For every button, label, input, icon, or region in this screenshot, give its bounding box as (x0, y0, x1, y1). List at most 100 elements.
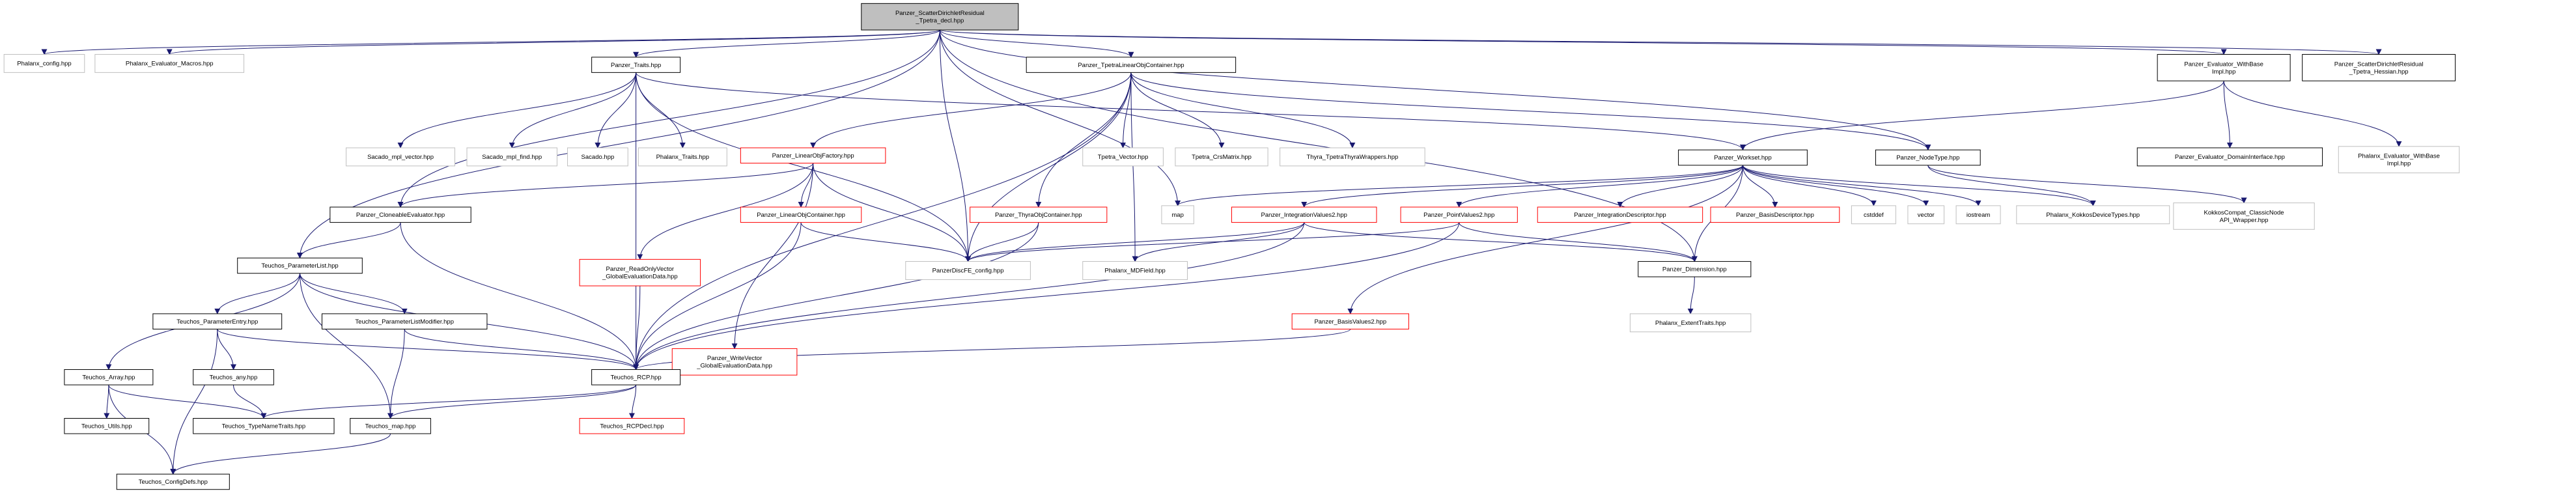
node-label: Tpetra_CrsMatrix.hpp (1192, 154, 1252, 161)
node-box (579, 258, 701, 286)
node-phx_eval_macros[interactable]: Phalanx_Evaluator_Macros.hpp (94, 54, 245, 73)
node-phx_traits[interactable]: Phalanx_Traits.hpp (637, 147, 727, 167)
node-bv2[interactable]: Panzer_BasisValues2.hpp (1291, 313, 1409, 329)
node-sacado_mpl_vector[interactable]: Sacado_mpl_vector.hpp (346, 147, 455, 167)
node-label: Teuchos_RCPDecl.hpp (600, 423, 664, 430)
node-box (1851, 205, 1896, 225)
node-box (671, 348, 798, 376)
node-int_desc[interactable]: Panzer_IntegrationDescriptor.hpp (1537, 206, 1703, 223)
node-vector[interactable]: vector (1907, 205, 1945, 225)
node-loc[interactable]: Panzer_LinearObjContainer.hpp (740, 206, 862, 223)
edge-workset-to-vector (1742, 165, 1929, 206)
node-dimension[interactable]: Panzer_Dimension.hpp (1638, 261, 1752, 277)
node-box (905, 261, 1031, 280)
node-phx_extent[interactable]: Phalanx_ExtentTraits.hpp (1629, 313, 1752, 333)
edge-workset-to-iostream (1742, 165, 1981, 206)
node-label: Panzer_Dimension.hpp (1662, 266, 1727, 273)
node-label: Phalanx_Traits.hpp (656, 154, 710, 161)
node-tpetra_vector[interactable]: Tpetra_Vector.hpp (1082, 147, 1164, 167)
node-thyra_tw[interactable]: Thyra_TpetraThyraWrappers.hpp (1280, 147, 1425, 167)
node-teuchos_rcp[interactable]: Teuchos_RCP.hpp (591, 369, 681, 385)
node-label: vector (1918, 212, 1935, 219)
node-label: Teuchos_TypeNameTraits.hpp (222, 423, 306, 430)
node-phx_mdfield[interactable]: Phalanx_MDField.hpp (1082, 261, 1188, 280)
edge-teuchos_map-to-teuchos_cfg (170, 433, 391, 475)
node-label: Teuchos_any.hpp (210, 374, 258, 382)
node-label: Teuchos_ParameterList.hpp (261, 262, 338, 270)
node-box (2157, 54, 2291, 81)
node-wo_vector[interactable]: Panzer_WriteVector_GlobalEvaluationData.… (671, 348, 798, 376)
edge-teuchos_pl-to-teuchos_plm (300, 273, 408, 314)
node-panzer_traits[interactable]: Panzer_Traits.hpp (591, 57, 681, 73)
edge-teuchos_plm-to-teuchos_map (387, 329, 405, 419)
node-teuchos_utils[interactable]: Teuchos_Utils.hpp (64, 418, 150, 434)
node-teuchos_plm[interactable]: Teuchos_ParameterListModifier.hpp (322, 313, 488, 329)
node-label: API_Wrapper.hpp (2220, 217, 2269, 224)
edge-teuchos_pe-to-teuchos_rcp (217, 329, 639, 370)
node-cloneable[interactable]: Panzer_CloneableEvaluator.hpp (329, 206, 471, 223)
node-label: Panzer_ScatterDirichletResidual (895, 10, 985, 17)
node-phx_config[interactable]: Phalanx_config.hpp (3, 54, 85, 73)
node-iv2[interactable]: Panzer_IntegrationValues2.hpp (1231, 206, 1377, 223)
node-workset[interactable]: Panzer_Workset.hpp (1678, 149, 1808, 166)
edge-tpetra_loc-to-thyra_oc (1035, 72, 1132, 208)
node-teuchos_pl[interactable]: Teuchos_ParameterList.hpp (237, 257, 363, 274)
edge-cloneable-to-teuchos_rcp (400, 222, 639, 370)
edge-nodetype-to-kokkos_compat (1927, 165, 2247, 204)
edge-panzer_traits-to-sacado_mpl_vector (397, 72, 637, 148)
edge-root-to-scatter_hessian (939, 29, 2381, 55)
node-box (152, 313, 283, 329)
node-thyra_oc[interactable]: Panzer_ThyraObjContainer.hpp (970, 206, 1108, 223)
node-label: map (1171, 212, 1183, 219)
node-tpetra_crs[interactable]: Tpetra_CrsMatrix.hpp (1175, 147, 1268, 167)
node-teuchos_pe[interactable]: Teuchos_ParameterEntry.hpp (152, 313, 283, 329)
node-teuchos_any[interactable]: Teuchos_any.hpp (193, 369, 274, 385)
node-tpetra_loc[interactable]: Panzer_TpetraLinearObjContainer.hpp (1026, 57, 1237, 73)
node-basis_desc[interactable]: Panzer_BasisDescriptor.hpp (1710, 206, 1840, 223)
node-teuchos_cfg[interactable]: Teuchos_ConfigDefs.hpp (116, 473, 230, 490)
node-label: Phalanx_Evaluator_Macros.hpp (126, 61, 214, 68)
node-discfe[interactable]: PanzerDiscFE_config.hpp (905, 261, 1031, 280)
node-sacado[interactable]: Sacado.hpp (567, 147, 628, 167)
edge-root-to-tpetra_loc (939, 29, 1134, 58)
node-box (237, 257, 363, 274)
node-label: iostream (1967, 212, 1991, 219)
node-teuchos_rcpdecl[interactable]: Teuchos_RCPDecl.hpp (579, 418, 685, 434)
edge-teuchos_rcp-to-teuchos_rcpdecl (628, 385, 637, 419)
node-box (591, 369, 681, 385)
node-eval_di[interactable]: Panzer_Evaluator_DomainInterface.hpp (2136, 147, 2323, 167)
edge-root-to-panzer_traits (633, 29, 940, 58)
node-teuchos_map[interactable]: Teuchos_map.hpp (350, 418, 431, 434)
edge-pv2-to-teuchos_rcp (633, 222, 1460, 370)
node-map[interactable]: map (1161, 205, 1194, 225)
node-label: Panzer_LinearObjContainer.hpp (757, 212, 845, 219)
node-phx_kdt[interactable]: Phalanx_KokkosDeviceTypes.hpp (2016, 205, 2170, 225)
node-label: Panzer_Evaluator_DomainInterface.hpp (2175, 154, 2285, 161)
node-box (1537, 206, 1703, 223)
node-sacado_mpl_find[interactable]: Sacado_mpl_find.hpp (466, 147, 557, 167)
edge-iv2-to-teuchos_rcp (633, 222, 1305, 370)
node-scatter_hessian[interactable]: Panzer_ScatterDirichletResidual_Tpetra_H… (2302, 54, 2456, 81)
node-box (1629, 313, 1752, 333)
node-box (94, 54, 245, 73)
node-ro_vector[interactable]: Panzer_ReadOnlyVector_GlobalEvaluationDa… (579, 258, 701, 286)
node-iostream[interactable]: iostream (1955, 205, 2001, 225)
edge-root-to-discfe (939, 30, 972, 262)
edge-panzer_traits-to-sacado_mpl_find (509, 72, 637, 148)
node-pv2[interactable]: Panzer_PointValues2.hpp (1400, 206, 1518, 223)
node-label: Sacado_mpl_find.hpp (482, 154, 542, 161)
node-cstddef[interactable]: cstddef (1851, 205, 1896, 225)
edge-pv2-to-dimension (1459, 222, 1698, 262)
node-teuchos_tnt[interactable]: Teuchos_TypeNameTraits.hpp (193, 418, 335, 434)
node-nodetype[interactable]: Panzer_NodeType.hpp (1875, 149, 1981, 166)
edge-thyra_oc-to-teuchos_rcp (633, 222, 1039, 370)
node-label: Panzer_BasisDescriptor.hpp (1736, 212, 1814, 219)
node-lof[interactable]: Panzer_LinearObjFactory.hpp (740, 147, 886, 164)
node-label: Panzer_Evaluator_WithBase (2184, 61, 2263, 68)
node-teuchos_array[interactable]: Teuchos_Array.hpp (64, 369, 154, 385)
node-box (1280, 147, 1425, 167)
node-box (350, 418, 431, 434)
